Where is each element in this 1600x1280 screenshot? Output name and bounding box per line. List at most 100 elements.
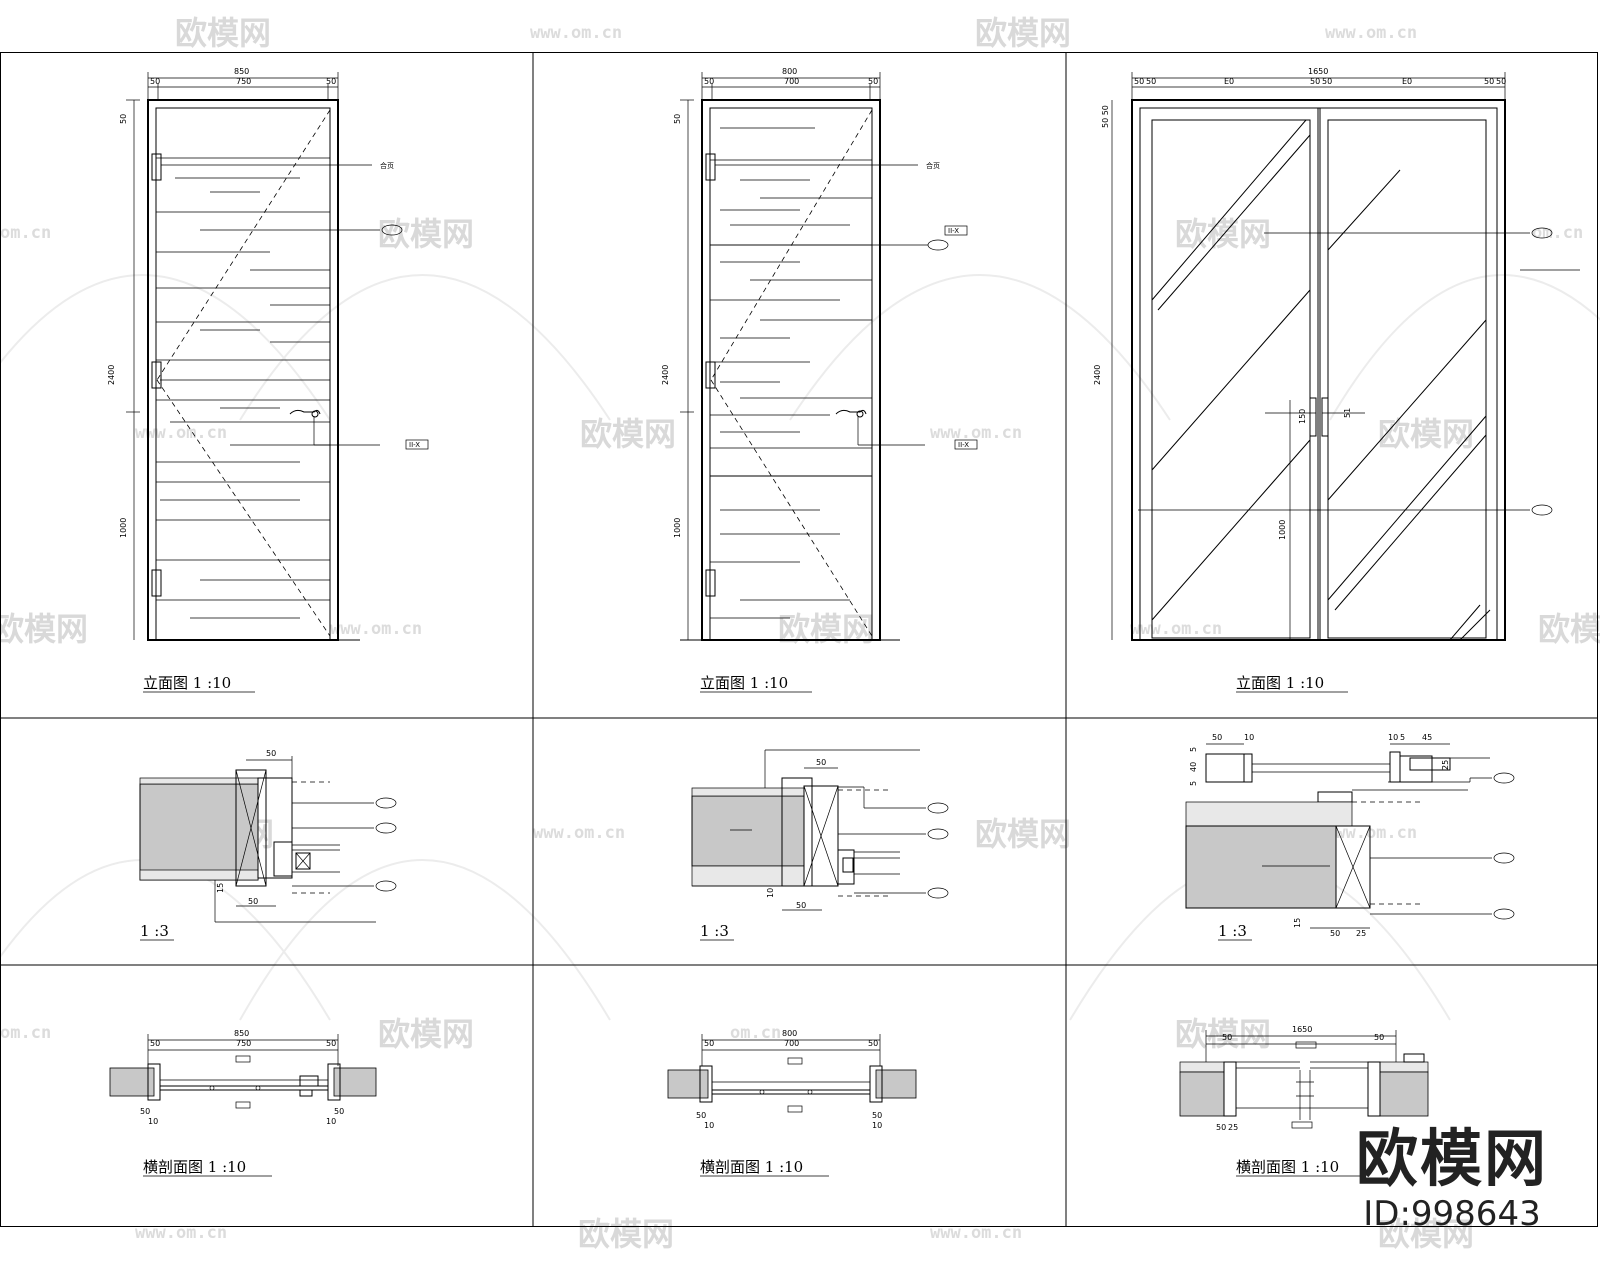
detail-section-1: 50 50 15 1 :3 <box>139 749 397 941</box>
dim-h: 5 <box>1189 781 1198 786</box>
dim-overall: 1650 <box>1308 67 1328 76</box>
caption-elevation: 立面图 1 :10 <box>700 674 788 692</box>
dim-b1: 50 <box>140 1107 150 1116</box>
dim-mid: 750 <box>236 77 251 86</box>
dim-pull2: 51 <box>1343 408 1352 418</box>
watermark-url: om.cn <box>1532 223 1583 243</box>
note-tag: II-X <box>958 441 969 449</box>
plan-section-1: 850 50 750 50 50 10 50 10 横剖面图 1 :10 <box>109 1029 377 1177</box>
dim-b: 10 <box>1244 733 1254 742</box>
dim-b2: 10 <box>704 1121 714 1130</box>
watermark-logo: 欧模网 <box>1378 415 1474 453</box>
dim-right: 50 <box>868 1039 878 1048</box>
dim-top: 50 <box>119 114 128 124</box>
dim-b1: 50 <box>696 1111 706 1120</box>
dim-left: 50 <box>704 77 714 86</box>
watermark-logo: 欧模网 <box>580 415 676 453</box>
caption-elevation: 立面图 1 :10 <box>143 674 231 692</box>
plan-section-2: 800 50 700 50 50 10 50 10 横剖面图 1 :10 <box>667 1029 917 1177</box>
watermark-logo: 欧模网 <box>578 1215 674 1253</box>
dim-w: 50 <box>816 758 826 767</box>
dim-overall: 850 <box>234 67 249 76</box>
watermarks: 欧模网 www.om.cn 欧模网 www.om.cn om.cn 欧模网 om… <box>0 14 1600 1253</box>
watermark-logo: 欧模网 <box>378 215 474 253</box>
elevation-single-door-800: 800 50 700 50 50 2400 1000 <box>661 67 978 693</box>
watermark-url: www.om.cn <box>930 1223 1022 1243</box>
elevation-double-door-1650: 1650 50 50 E0 50 50 E0 50 50 50 50 2400 … <box>1093 67 1580 693</box>
dim-b3: 50 <box>334 1107 344 1116</box>
dim-e: 50 <box>1484 77 1494 86</box>
watermark-logo: 欧模网 <box>1378 1215 1474 1253</box>
dim-mid: 700 <box>784 1039 799 1048</box>
dim-w2: 50 <box>248 897 258 906</box>
dim-a: 50 <box>1212 733 1222 742</box>
dim-right: 50 <box>326 77 336 86</box>
dim-d: 5 <box>1400 733 1405 742</box>
dim-right: 50 <box>1374 1033 1384 1042</box>
note-tag: II-X <box>948 227 959 235</box>
dim-left: 50 <box>1222 1033 1232 1042</box>
watermark-url: om.cn <box>730 1023 781 1043</box>
dim-height: 2400 <box>1093 365 1102 385</box>
caption-detail: 1 :3 <box>1218 922 1247 940</box>
dim-w: 50 <box>266 749 276 758</box>
dim-b2: 25 <box>1228 1123 1238 1132</box>
dim-b: 50 <box>1146 77 1156 86</box>
dim-b1: 50 <box>1216 1123 1226 1132</box>
dim-overall: 800 <box>782 67 797 76</box>
dim-handle: 1000 <box>1278 520 1287 540</box>
dim-w2: 25 <box>1356 929 1366 938</box>
dim-c: 10 <box>1388 733 1398 742</box>
dim-g: 40 <box>1189 762 1198 772</box>
watermark-logo: 欧模网 <box>975 14 1071 52</box>
dim-c: 50 <box>1310 77 1320 86</box>
detail-section-3: 50 10 10 5 45 5 40 5 25 50 25 15 1 :3 <box>1185 733 1515 941</box>
plan-section-3: 1650 50 50 50 25 横剖面图 1 :10 <box>1179 1025 1429 1177</box>
brand-id: ID:998643 <box>1363 1194 1541 1234</box>
note-hinge: 合页 <box>926 161 940 170</box>
note-tag: II-X <box>409 441 420 449</box>
watermark-logo: 欧模网 <box>0 610 88 648</box>
caption-elevation: 立面图 1 :10 <box>1236 674 1324 692</box>
watermark-logo: 欧模网 <box>975 815 1071 853</box>
dim-mid: 750 <box>236 1039 251 1048</box>
dim-handle: 1000 <box>119 518 128 538</box>
dim-right: 50 <box>868 77 878 86</box>
watermark-url: om.cn <box>0 1023 51 1043</box>
dim-overall: 850 <box>234 1029 249 1038</box>
dim-top: 50 50 <box>1101 105 1110 128</box>
dim-mid: 700 <box>784 77 799 86</box>
caption-detail: 1 :3 <box>700 922 729 940</box>
watermark-logo: 欧模网 <box>1538 610 1600 648</box>
watermark-logo: 欧模网 <box>778 610 874 648</box>
watermark-logo: 欧模网 <box>1175 1015 1271 1053</box>
dim-right: 50 <box>326 1039 336 1048</box>
dim-w: 50 <box>1330 929 1340 938</box>
caption-plan: 横剖面图 1 :10 <box>700 1158 803 1176</box>
watermark-url: www.om.cn <box>330 619 422 639</box>
dim-height: 2400 <box>661 365 670 385</box>
dim-left: 50 <box>150 1039 160 1048</box>
dim-mid1: E0 <box>1224 77 1234 86</box>
caption-plan: 横剖面图 1 :10 <box>143 1158 246 1176</box>
dim-a: 50 <box>1134 77 1144 86</box>
dim-d: 50 <box>1322 77 1332 86</box>
dim-b4: 10 <box>872 1121 882 1130</box>
watermark-url: www.om.cn <box>530 23 622 43</box>
dim-b4: 10 <box>326 1117 336 1126</box>
dim-b: 10 <box>766 888 775 898</box>
watermark-url: www.om.cn <box>930 423 1022 443</box>
dim-pull: 150 <box>1298 409 1307 424</box>
dim-k: 15 <box>1293 918 1302 928</box>
dim-handle: 1000 <box>673 518 682 538</box>
watermark-url: om.cn <box>0 223 51 243</box>
watermark-url: www.om.cn <box>533 823 625 843</box>
dim-top: 50 <box>673 114 682 124</box>
dim-f: 5 <box>1189 747 1198 752</box>
watermark-url: www.om.cn <box>135 1223 227 1243</box>
dim-overall: 800 <box>782 1029 797 1038</box>
dim-b3: 50 <box>872 1111 882 1120</box>
watermark-url: www.om.cn <box>1325 23 1417 43</box>
brand-logo: 欧模网 <box>1355 1122 1548 1195</box>
